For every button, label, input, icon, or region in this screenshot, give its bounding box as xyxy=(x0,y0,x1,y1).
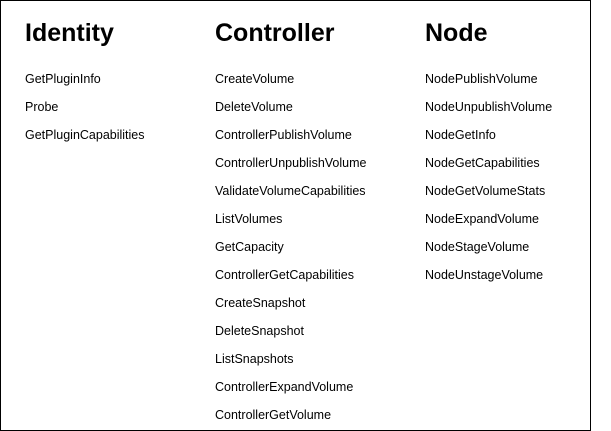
rpc-controller-publish-volume: ControllerPublishVolume xyxy=(215,128,352,142)
rpc-node-unstage-volume: NodeUnstageVolume xyxy=(425,268,544,282)
rpc-create-snapshot: CreateSnapshot xyxy=(215,296,306,310)
controller-rpc-list: CreateVolume DeleteVolume ControllerPubl… xyxy=(215,65,366,429)
rpc-node-get-volume-stats: NodeGetVolumeStats xyxy=(425,184,546,198)
rpc-get-plugin-info: GetPluginInfo xyxy=(25,72,101,86)
rpc-probe: Probe xyxy=(25,100,59,114)
rpc-list-volumes: ListVolumes xyxy=(215,212,283,226)
rpc-get-capacity: GetCapacity xyxy=(215,240,284,254)
rpc-node-get-capabilities: NodeGetCapabilities xyxy=(425,156,540,170)
rpc-validate-volume-capabilities: ValidateVolumeCapabilities xyxy=(215,184,366,198)
rpc-node-unpublish-volume: NodeUnpublishVolume xyxy=(425,100,553,114)
rpc-node-publish-volume: NodePublishVolume xyxy=(425,72,538,86)
identity-rpc-list: GetPluginInfo Probe GetPluginCapabilitie… xyxy=(25,65,145,149)
rpc-list-snapshots: ListSnapshots xyxy=(215,352,294,366)
rpc-node-expand-volume: NodeExpandVolume xyxy=(425,212,539,226)
rpc-controller-get-volume: ControllerGetVolume xyxy=(215,408,332,422)
node-column: Node NodePublishVolume NodeUnpublishVolu… xyxy=(425,16,552,289)
rpc-controller-unpublish-volume: ControllerUnpublishVolume xyxy=(215,156,367,170)
rpc-delete-volume: DeleteVolume xyxy=(215,100,293,114)
rpc-controller-get-capabilities: ControllerGetCapabilities xyxy=(215,268,354,282)
identity-title: Identity xyxy=(25,19,114,47)
node-rpc-list: NodePublishVolume NodeUnpublishVolume No… xyxy=(425,65,552,289)
node-title: Node xyxy=(425,19,488,47)
controller-column: Controller CreateVolume DeleteVolume Con… xyxy=(215,16,366,429)
rpc-controller-expand-volume: ControllerExpandVolume xyxy=(215,380,354,394)
rpc-delete-snapshot: DeleteSnapshot xyxy=(215,324,304,338)
controller-title: Controller xyxy=(215,19,335,47)
rpc-create-volume: CreateVolume xyxy=(215,72,295,86)
rpc-node-get-info: NodeGetInfo xyxy=(425,128,496,142)
diagram-frame: Identity GetPluginInfo Probe GetPluginCa… xyxy=(0,0,591,431)
rpc-get-plugin-capabilities: GetPluginCapabilities xyxy=(25,128,145,142)
identity-column: Identity GetPluginInfo Probe GetPluginCa… xyxy=(25,16,145,149)
rpc-node-stage-volume: NodeStageVolume xyxy=(425,240,530,254)
